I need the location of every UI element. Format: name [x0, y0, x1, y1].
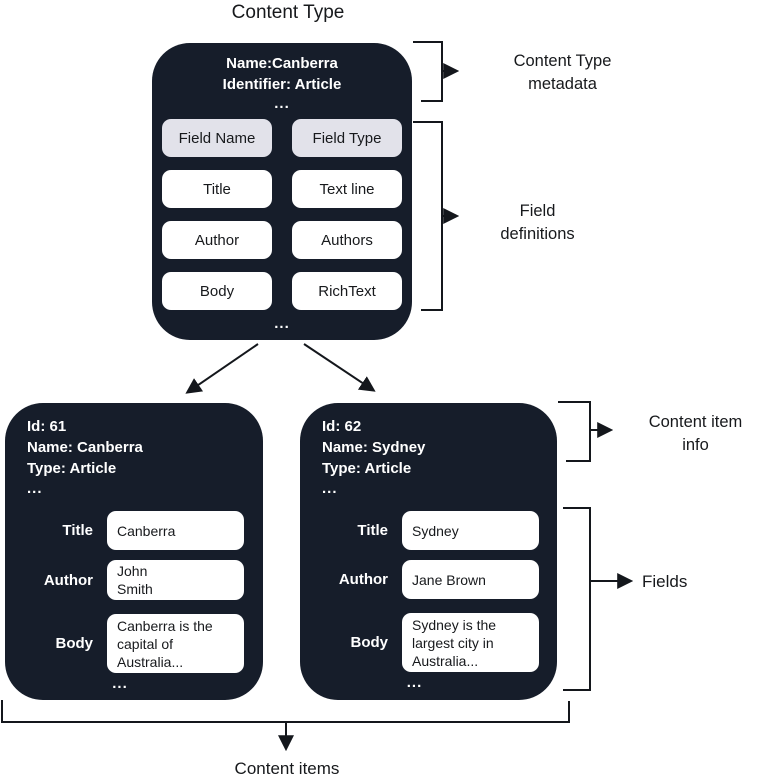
- arrow-type-to-item-left: [185, 343, 259, 394]
- field-value-box: Sydney is the largest city in Australia.…: [402, 613, 539, 672]
- content-type-card: Name:Canberra Identifier: Article ... Fi…: [152, 43, 412, 340]
- bracket-content-type-metadata: [413, 41, 443, 102]
- content-item-info-block: Id: 61 Name: Canberra Type: Article ...: [5, 403, 263, 497]
- content-item-card-sydney: Id: 62 Name: Sydney Type: Article ... Ti…: [300, 403, 557, 700]
- field-row-author: Author John Smith: [5, 560, 263, 600]
- arrow-type-to-item-right: [303, 343, 376, 392]
- field-value-box: Jane Brown: [402, 560, 539, 599]
- field-label: Title: [62, 522, 93, 539]
- field-row-body: Body Sydney is the largest city in Austr…: [300, 613, 557, 672]
- item-id-line: Id: 61: [27, 418, 67, 435]
- field-row-body: Body Canberra is the capital of Australi…: [5, 614, 263, 673]
- item-name-line: Name: Sydney: [322, 439, 426, 456]
- type-name-line: Name:Canberra: [226, 55, 338, 72]
- field-value-box: Canberra: [107, 511, 244, 550]
- field-label: Author: [43, 571, 93, 589]
- annotation-content-items: Content items: [234, 759, 340, 778]
- annotation-content-item-info: Content item info: [648, 413, 743, 454]
- bracket-content-items: [1, 700, 570, 723]
- field-type-cell: Authors: [292, 221, 402, 259]
- field-type-cell: Text line: [292, 170, 402, 208]
- field-name-cell: Title: [162, 170, 272, 208]
- field-name-cell: Author: [162, 221, 272, 259]
- field-value-box: John Smith: [107, 560, 244, 600]
- field-definitions-table: Field Name Field Type Title Text line Au…: [162, 119, 402, 310]
- item-type-line: Type: Article: [322, 460, 412, 477]
- content-type-metadata-block: Name:Canberra Identifier: Article ...: [152, 43, 412, 112]
- item-type-line: Type: Article: [27, 460, 117, 477]
- ellipsis: ...: [112, 675, 128, 692]
- ellipsis: ...: [274, 315, 290, 332]
- bracket-field-definitions: [413, 121, 443, 311]
- field-name-header-cell: Field Name: [162, 119, 272, 157]
- field-label: Title: [357, 522, 388, 539]
- ellipsis: ...: [406, 674, 423, 691]
- bracket-fields: [563, 507, 591, 691]
- type-identifier-line: Identifier: Article: [222, 76, 342, 93]
- field-row-author: Author Jane Brown: [300, 560, 557, 599]
- field-label: Body: [350, 634, 389, 651]
- annotation-field-definitions: Field definitions: [500, 202, 575, 243]
- bracket-content-item-info: [558, 401, 591, 462]
- field-label: Author: [338, 571, 388, 588]
- item-id-line: Id: 62: [322, 418, 362, 435]
- ellipsis: ...: [27, 480, 43, 497]
- field-row-title: Title Sydney: [300, 511, 557, 550]
- field-name-cell: Body: [162, 272, 272, 310]
- field-type-cell: RichText: [292, 272, 402, 310]
- field-row-title: Title Canberra: [5, 511, 263, 550]
- annotation-fields: Fields: [642, 572, 688, 591]
- field-value-box: Canberra is the capital of Australia...: [107, 614, 244, 673]
- ellipsis: ...: [274, 95, 290, 112]
- ellipsis: ...: [322, 480, 338, 497]
- diagram-title: Content Type: [231, 2, 345, 23]
- annotation-content-type-metadata: Content Type metadata: [513, 52, 612, 93]
- content-item-card-canberra: Id: 61 Name: Canberra Type: Article ... …: [5, 403, 263, 700]
- content-item-info-block: Id: 62 Name: Sydney Type: Article ...: [300, 403, 557, 497]
- field-label: Body: [55, 635, 94, 652]
- item-name-line: Name: Canberra: [27, 439, 143, 456]
- field-value-box: Sydney: [402, 511, 539, 550]
- field-type-header-cell: Field Type: [292, 119, 402, 157]
